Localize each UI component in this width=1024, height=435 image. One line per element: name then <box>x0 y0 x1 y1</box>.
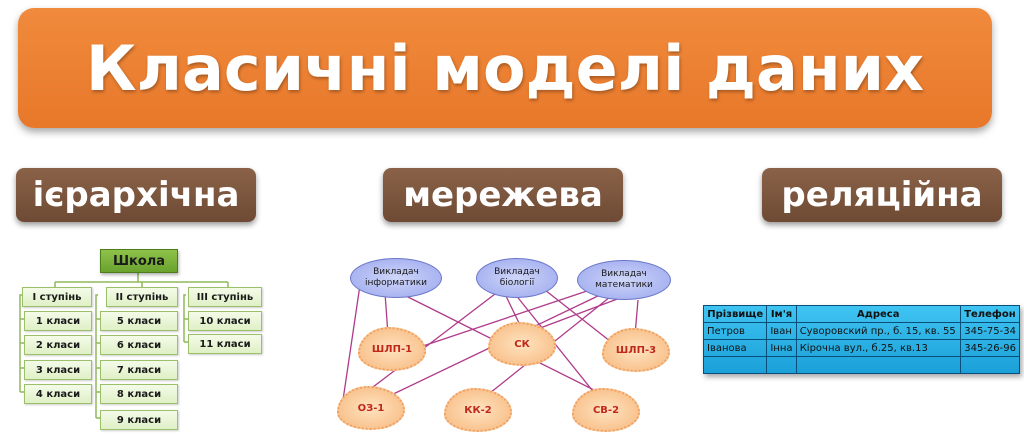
network-teacher-node: Викладач біології <box>476 258 558 298</box>
network-group-node: ОЗ-1 <box>337 386 405 430</box>
table-cell: 345-26-96 <box>959 339 1021 357</box>
table-cell <box>702 356 768 374</box>
table-cell <box>795 356 961 374</box>
hierarchy-item: 4 класи <box>24 384 92 404</box>
hierarchy-item: 3 класи <box>24 360 92 380</box>
table-cell: Інна <box>766 339 797 357</box>
table-cell <box>959 356 1021 374</box>
hierarchy-level-1: І ступінь <box>22 287 92 307</box>
table-cell: Іванова <box>702 339 768 357</box>
hierarchy-item: 1 класи <box>24 311 92 331</box>
column-header: Телефон <box>959 305 1021 323</box>
model-label-relational: реляційна <box>762 168 1002 222</box>
hierarchy-item: 6 класи <box>100 335 178 355</box>
network-group-node: ШЛП-1 <box>358 327 426 371</box>
relational-table: Прізвище Ім'я Адреса Телефон Петров Іван… <box>702 305 1021 374</box>
hierarchy-item: 8 класи <box>100 384 178 404</box>
network-teacher-label: Викладач біології <box>494 267 540 288</box>
table-header-row: Прізвище Ім'я Адреса Телефон <box>702 305 1021 323</box>
hierarchy-level-3: ІІІ ступінь <box>188 287 262 307</box>
column-header: Адреса <box>795 305 961 323</box>
table-row: Іванова Інна Кірочна вул., б.25, кв.13 3… <box>702 339 1021 357</box>
hierarchy-item: 7 класи <box>100 360 178 380</box>
model-label-network: мережева <box>383 168 623 222</box>
table-cell: Суворовский пр., б. 15, кв. 55 <box>795 322 961 340</box>
network-teacher-label: Викладач інформатики <box>365 267 427 288</box>
network-group-node: СВ-2 <box>572 388 640 432</box>
network-teacher-node: Викладач математики <box>577 260 671 300</box>
network-teacher-node: Викладач інформатики <box>350 258 442 298</box>
model-label-hierarchical: ієрархічна <box>16 168 256 222</box>
hierarchy-item: 9 класи <box>100 410 178 430</box>
table-cell: Петров <box>702 322 768 340</box>
column-header: Прізвище <box>702 305 768 323</box>
hierarchy-item: 5 класи <box>100 311 178 331</box>
table-row: Петров Іван Суворовский пр., б. 15, кв. … <box>702 322 1021 340</box>
page-title: Класичні моделі даних <box>85 31 925 105</box>
table-cell: 345-75-34 <box>959 322 1021 340</box>
hierarchy-root: Школа <box>100 249 178 273</box>
table-cell: Кірочна вул., б.25, кв.13 <box>795 339 961 357</box>
title-banner: Класичні моделі даних <box>18 8 992 128</box>
table-cell: Іван <box>766 322 797 340</box>
table-row <box>702 356 1021 374</box>
network-group-node: ШЛП-3 <box>602 328 670 372</box>
hierarchy-item: 2 класи <box>24 335 92 355</box>
hierarchy-item: 11 класи <box>188 334 262 354</box>
network-group-node: КК-2 <box>444 388 512 432</box>
network-group-node: СК <box>488 322 556 366</box>
table-cell <box>766 356 797 374</box>
column-header: Ім'я <box>766 305 797 323</box>
hierarchy-level-2: ІІ ступінь <box>106 287 178 307</box>
hierarchy-item: 10 класи <box>188 311 262 331</box>
network-teacher-label: Викладач математики <box>595 269 653 290</box>
